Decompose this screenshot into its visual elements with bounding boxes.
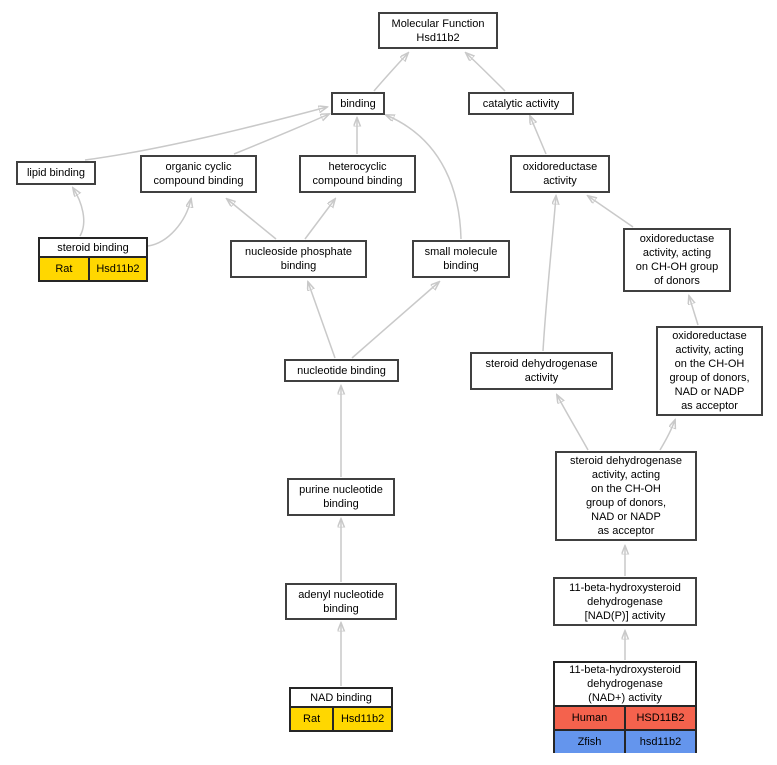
edge-lipid-binding-to-binding <box>84 107 327 161</box>
node-nad-binding[interactable]: NAD binding Rat Hsd11b2 <box>289 687 393 732</box>
edge-oxidoreductase-to-catalytic-activity <box>530 116 547 155</box>
node-label: small molecule binding <box>424 246 498 272</box>
node-label: nucleoside phosphate binding <box>244 246 353 272</box>
node-catalytic-activity[interactable]: catalytic activity <box>468 92 574 115</box>
node-label: nucleotide binding <box>297 364 386 377</box>
gene-row-rat: Rat Hsd11b2 <box>40 256 146 280</box>
edge-steroid-binding-to-lipid-binding <box>73 188 85 237</box>
node-binding[interactable]: binding <box>331 92 385 115</box>
node-lipid-binding[interactable]: lipid binding <box>16 161 96 185</box>
node-label: adenyl nucleotide binding <box>298 588 384 615</box>
node-molecular-function[interactable]: Molecular Function Hsd11b2 <box>378 12 498 49</box>
edge-nucleotide-to-small-molecule <box>351 282 439 359</box>
species-cell[interactable]: Zfish <box>555 731 624 753</box>
node-steroid-binding[interactable]: steroid binding Rat Hsd11b2 <box>38 237 148 282</box>
node-nucleotide-binding[interactable]: nucleotide binding <box>284 359 399 382</box>
node-label: steroid dehydrogenase activity <box>485 358 598 384</box>
node-label: 11-beta-hydroxysteroid dehydrogenase [NA… <box>569 581 681 622</box>
node-hsd-nad-activity[interactable]: 11-beta-hydroxysteroid dehydrogenase (NA… <box>553 661 697 753</box>
node-label: steroid dehydrogenase activity, acting o… <box>570 455 682 537</box>
node-adenyl-nucleotide-binding[interactable]: adenyl nucleotide binding <box>285 583 397 620</box>
node-label: oxidoreductase activity <box>522 161 598 187</box>
node-label: 11-beta-hydroxysteroid dehydrogenase (NA… <box>569 664 681 704</box>
gene-row-human: Human HSD11B2 <box>555 705 695 729</box>
node-oxidoreductase-activity[interactable]: oxidoreductase activity <box>510 155 610 193</box>
node-steroid-dehydrogenase-activity[interactable]: steroid dehydrogenase activity <box>470 352 613 390</box>
edge-catalytic-activity-to-molecular-function <box>466 53 506 92</box>
gene-cell[interactable]: hsd11b2 <box>624 731 695 753</box>
edge-organic-cyclic-to-binding <box>233 114 329 155</box>
edge-binding-to-molecular-function <box>373 53 408 92</box>
edge-steroid-dehydrogenase-to-oxidoreductase <box>542 196 556 352</box>
node-oxidoreductase-choh-acceptor[interactable]: oxidoreductase activity, acting on the C… <box>656 326 763 416</box>
edge-oxidoreductase-acceptor-to-oxidoreductase-choh <box>689 296 699 326</box>
node-label: Molecular Function Hsd11b2 <box>391 17 485 44</box>
node-hsd-nadp-activity[interactable]: 11-beta-hydroxysteroid dehydrogenase [NA… <box>553 577 697 626</box>
node-label: steroid binding <box>57 241 129 254</box>
node-heterocyclic-compound-binding[interactable]: heterocyclic compound binding <box>299 155 416 193</box>
species-cell[interactable]: Rat <box>40 258 88 280</box>
gene-cell[interactable]: Hsd11b2 <box>87 258 146 280</box>
node-steroid-dehydrogenase-choh-acceptor[interactable]: steroid dehydrogenase activity, acting o… <box>555 451 697 541</box>
edge-steroid-binding-to-organic-cyclic <box>147 199 191 247</box>
edge-oxidoreductase-choh-to-oxidoreductase <box>588 196 634 228</box>
node-label: catalytic activity <box>482 97 560 110</box>
species-cell[interactable]: Human <box>555 707 624 729</box>
node-label: purine nucleotide binding <box>299 484 383 510</box>
node-nucleoside-phosphate-binding[interactable]: nucleoside phosphate binding <box>230 240 367 278</box>
edge-nucleoside-phosphate-to-organic-cyclic <box>227 199 277 240</box>
species-cell[interactable]: Rat <box>291 708 333 730</box>
edge-steroid-dh-acting-to-oxidoreductase-acceptor <box>659 420 675 451</box>
node-label: organic cyclic compound binding <box>153 161 244 187</box>
node-purine-nucleotide-binding[interactable]: purine nucleotide binding <box>287 478 395 516</box>
node-small-molecule-binding[interactable]: small molecule binding <box>412 240 510 278</box>
node-oxidoreductase-choh[interactable]: oxidoreductase activity, acting on CH-OH… <box>623 228 731 292</box>
node-label: lipid binding <box>26 167 86 179</box>
node-label: oxidoreductase activity, acting on the C… <box>669 330 750 412</box>
node-organic-cyclic-compound-binding[interactable]: organic cyclic compound binding <box>140 155 257 193</box>
edge-nucleoside-phosphate-to-heterocyclic <box>304 199 335 240</box>
node-label: binding <box>340 97 376 110</box>
edge-nucleotide-to-nucleoside-phosphate <box>308 282 336 359</box>
node-label: NAD binding <box>310 691 372 704</box>
gene-cell[interactable]: HSD11B2 <box>624 707 695 729</box>
node-label: oxidoreductase activity, acting on CH-OH… <box>635 233 719 287</box>
node-label: heterocyclic compound binding <box>312 161 403 187</box>
gene-cell[interactable]: Hsd11b2 <box>332 708 391 730</box>
gene-row-rat: Rat Hsd11b2 <box>291 706 391 730</box>
gene-row-zfish: Zfish hsd11b2 <box>555 729 695 753</box>
edge-steroid-dh-acting-to-steroid-dehydrogenase <box>557 395 589 451</box>
